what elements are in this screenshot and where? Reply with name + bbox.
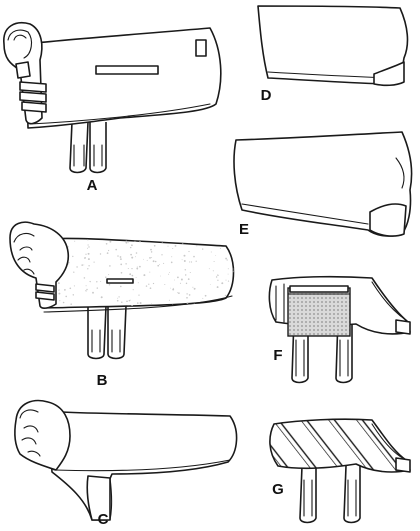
view-g-belly-straps (299, 465, 361, 524)
view-c-coat-body (49, 411, 238, 521)
view-a-coat-body (25, 27, 222, 129)
view-e-sweater: E (233, 131, 413, 238)
label-e: E (239, 221, 249, 238)
view-b-fleece-coat: B (9, 221, 235, 389)
view-a-tab (195, 39, 207, 57)
view-g-striped-coat: G (269, 418, 411, 524)
view-c-lined-coat: C (14, 399, 238, 528)
label-b: B (97, 372, 108, 389)
label-d: D (261, 87, 272, 104)
label-c: C (98, 511, 109, 528)
view-d-sleeve-cuff (373, 61, 405, 87)
view-a-leash-slot (95, 65, 159, 75)
view-c-leg-cuff (86, 475, 111, 521)
view-a-belly-straps (69, 121, 107, 174)
view-d-sweater: D (257, 5, 409, 104)
label-g: G (272, 481, 284, 498)
view-f-zipper (289, 285, 349, 293)
view-f-mesh-pocket-coat: F (268, 275, 411, 384)
view-e-sleeve-cuff (369, 203, 407, 237)
view-b-coat-body (39, 237, 235, 309)
view-g-coat-body (269, 418, 411, 473)
view-f-mesh-pocket (287, 287, 351, 337)
view-a-hooded-coat: A (3, 22, 222, 194)
label-f: F (273, 347, 282, 364)
view-c-hood (14, 399, 71, 471)
view-b-leash-slot (106, 278, 134, 284)
view-b-belly-straps (87, 305, 127, 360)
label-a: A (87, 177, 98, 194)
